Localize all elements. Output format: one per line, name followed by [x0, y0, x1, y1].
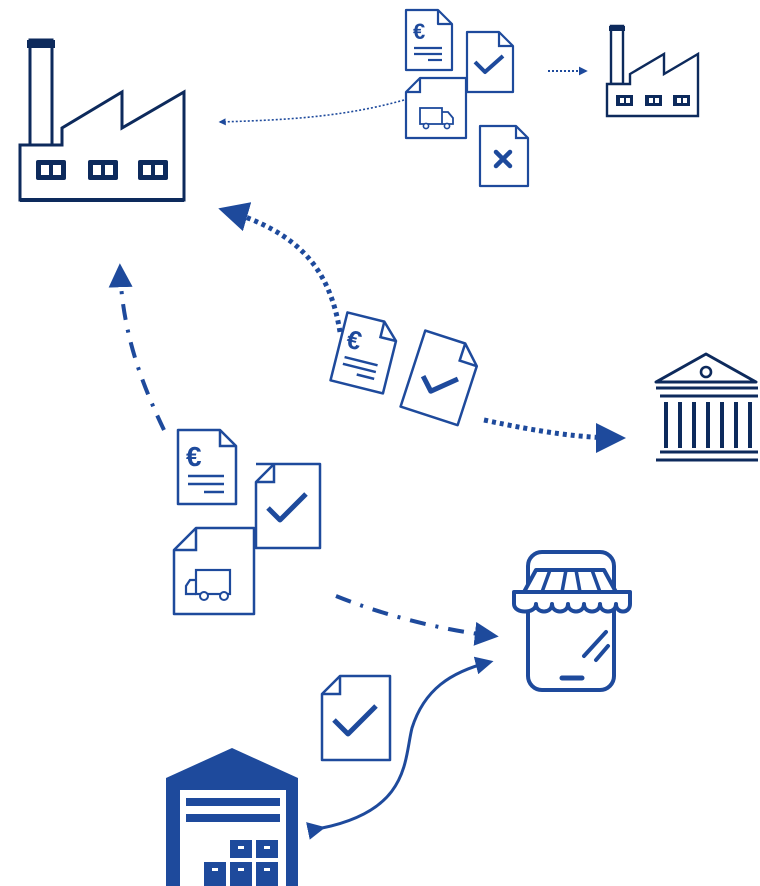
euro-symbol: €	[344, 324, 365, 357]
delivery-document-icon	[172, 526, 256, 616]
rejected-document-icon	[478, 124, 530, 188]
arrow-shop-docs-to-factory	[108, 263, 166, 431]
factory-icon	[18, 38, 186, 202]
invoice-document-icon: €	[329, 311, 398, 395]
mobile-shop-icon	[512, 550, 632, 692]
arrow-warehouse-shop-bidirectional	[306, 656, 494, 840]
arrow-to-main-factory-top	[218, 99, 405, 126]
bank-icon	[654, 352, 758, 462]
approved-document-icon	[320, 674, 392, 762]
approved-document-icon	[399, 329, 479, 427]
arrow-docs-to-bank	[483, 417, 626, 453]
invoice-document-icon: €	[176, 428, 238, 506]
arrow-bank-docs-to-factory	[218, 202, 343, 333]
euro-symbol: €	[186, 441, 202, 472]
euro-symbol: €	[413, 19, 425, 44]
factory-small-icon	[605, 24, 700, 118]
approved-document-icon	[254, 462, 322, 550]
approved-document-icon	[465, 30, 515, 94]
delivery-document-icon	[404, 76, 468, 140]
warehouse-icon	[166, 748, 298, 886]
invoice-document-icon: €	[404, 8, 454, 72]
arrow-docs-to-shop	[335, 594, 499, 646]
